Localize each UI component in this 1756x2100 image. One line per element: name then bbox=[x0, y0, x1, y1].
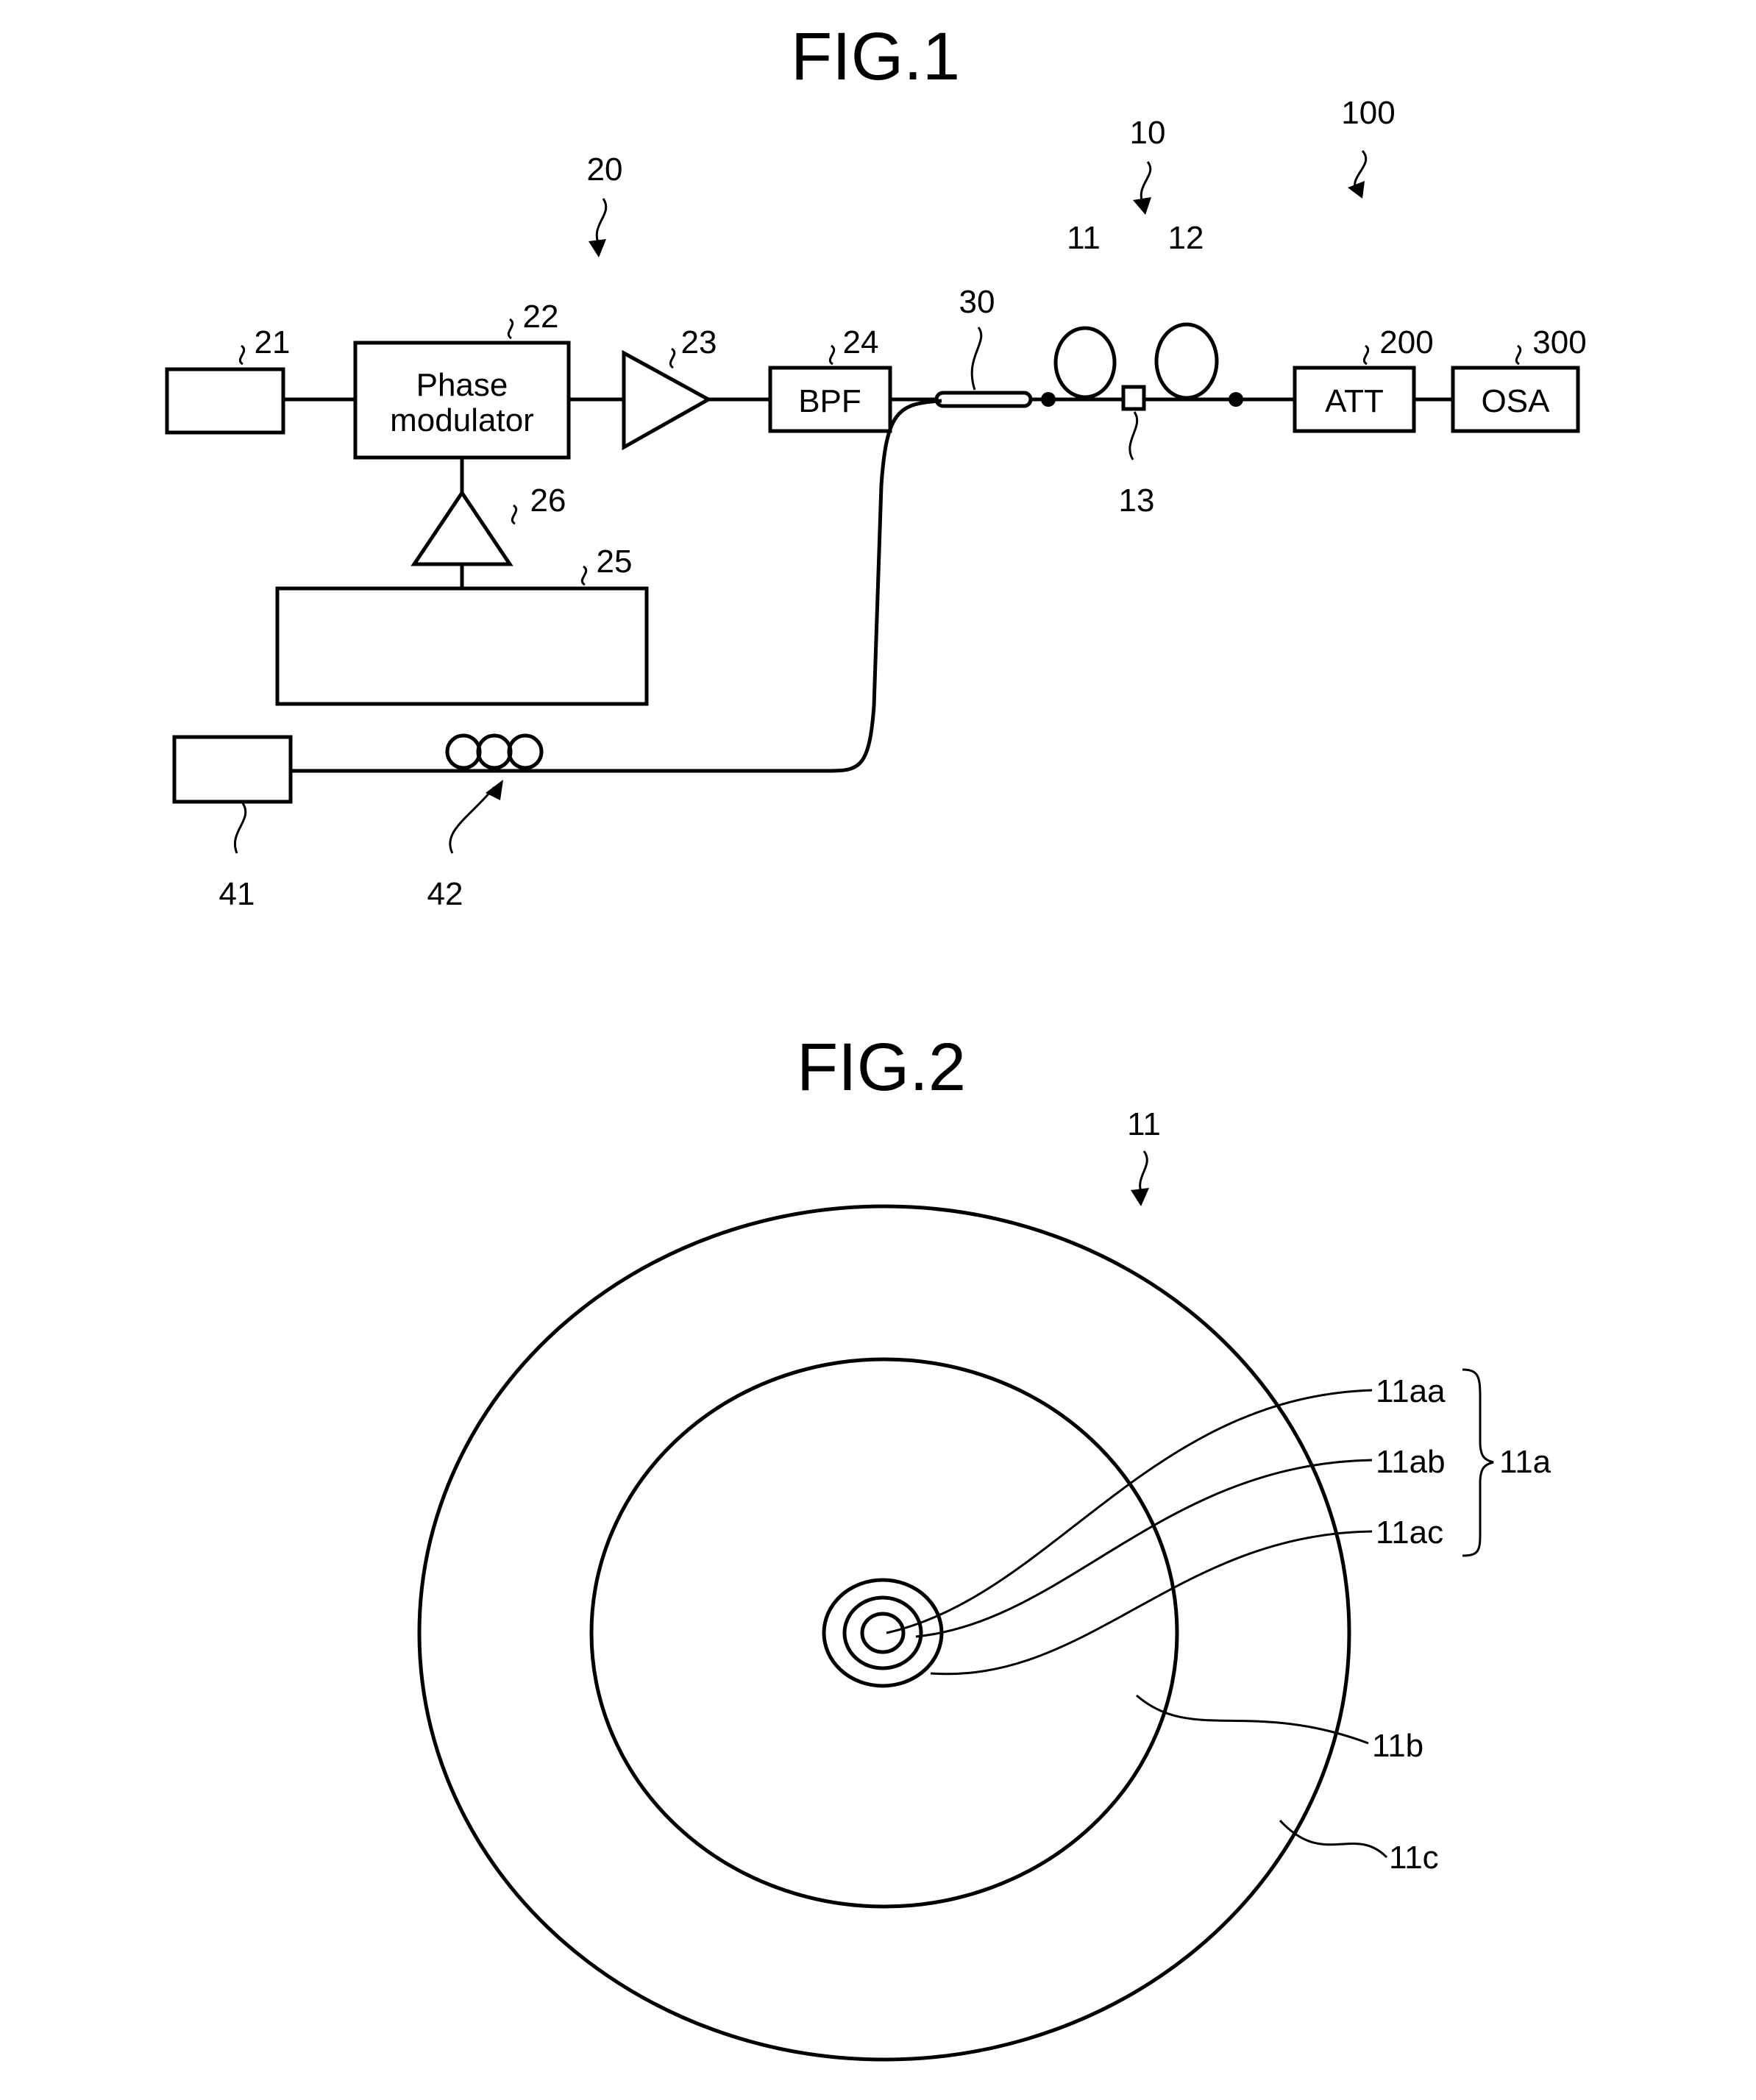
osa-label: OSA bbox=[1482, 383, 1551, 419]
ref-300-leader bbox=[1516, 346, 1520, 364]
fig1: FIG.1 100 10 20 21 Phase modulator 22 23 bbox=[167, 19, 1587, 912]
polarization-loop-3 bbox=[509, 736, 541, 768]
core-layer-11aa bbox=[862, 1614, 903, 1652]
ref-30-label: 30 bbox=[959, 284, 995, 320]
connection-13 bbox=[1123, 387, 1144, 409]
coupler-30 bbox=[936, 393, 1031, 406]
ref-21-label: 21 bbox=[255, 324, 291, 360]
ref-10-label: 10 bbox=[1130, 115, 1166, 151]
ref-24-leader bbox=[830, 346, 833, 364]
fiber-coil-12 bbox=[1156, 324, 1217, 398]
ref-42-leader bbox=[450, 787, 494, 853]
fiber-coil-11 bbox=[1056, 328, 1115, 397]
fig1-title: FIG.1 bbox=[791, 19, 960, 94]
label-11c: 11c bbox=[1389, 1840, 1439, 1876]
fig2-ref-11-label: 11 bbox=[1127, 1106, 1161, 1142]
ref-200-leader bbox=[1364, 346, 1368, 364]
label-11a: 11a bbox=[1499, 1444, 1551, 1480]
ref-20-label: 20 bbox=[587, 152, 623, 188]
ref-13-leader bbox=[1130, 412, 1137, 460]
pump-source-41 bbox=[174, 737, 291, 802]
ref-21-leader bbox=[240, 346, 244, 364]
ref-23-leader bbox=[670, 349, 674, 368]
ref-200-label: 200 bbox=[1379, 324, 1433, 360]
phase-modulator-label-1: Phase bbox=[416, 367, 508, 403]
fig2: FIG.2 11 11aa 11ab 11ac 11a 11b 11c bbox=[419, 1030, 1551, 2060]
ref-20-arrowhead bbox=[589, 239, 606, 257]
leader-11aa bbox=[886, 1390, 1372, 1633]
ref-22-leader bbox=[508, 319, 512, 338]
light-source-21 bbox=[167, 369, 283, 433]
amplifier-23 bbox=[624, 353, 708, 447]
ref-30-leader bbox=[972, 327, 981, 390]
outer-layer-11c bbox=[419, 1206, 1349, 2060]
label-11ab: 11ab bbox=[1376, 1444, 1446, 1480]
ref-100-arrowhead bbox=[1348, 181, 1365, 199]
brace-11a bbox=[1462, 1370, 1493, 1556]
ref-10-arrowhead bbox=[1133, 197, 1151, 215]
ref-22-label: 22 bbox=[523, 299, 559, 335]
signal-generator-25 bbox=[277, 588, 647, 704]
leader-11ab bbox=[916, 1460, 1372, 1637]
label-11ac: 11ac bbox=[1376, 1515, 1443, 1551]
ref-41-leader bbox=[235, 803, 245, 853]
fig2-ref-11-arrowhead bbox=[1131, 1188, 1149, 1206]
amplifier-26 bbox=[414, 493, 510, 564]
label-11aa: 11aa bbox=[1376, 1373, 1446, 1409]
bpf-label: BPF bbox=[798, 383, 861, 419]
ref-20-leader bbox=[597, 199, 606, 246]
ref-26-label: 26 bbox=[530, 483, 566, 519]
leader-11ac bbox=[931, 1531, 1372, 1674]
att-label: ATT bbox=[1325, 383, 1384, 419]
ref-300-label: 300 bbox=[1532, 324, 1586, 360]
core-layer-11ab bbox=[845, 1598, 921, 1668]
ref-26-leader bbox=[512, 505, 516, 524]
ref-41-label: 41 bbox=[219, 876, 255, 912]
label-11b: 11b bbox=[1372, 1728, 1423, 1764]
ref-13-label: 13 bbox=[1119, 483, 1155, 519]
phase-modulator-label-2: modulator bbox=[390, 402, 534, 438]
ref-24-label: 24 bbox=[843, 324, 879, 360]
ref-11-label: 11 bbox=[1067, 220, 1101, 256]
ref-12-label: 12 bbox=[1168, 220, 1204, 256]
ref-42-arrowhead bbox=[486, 780, 503, 800]
fig2-title: FIG.2 bbox=[797, 1030, 966, 1105]
ref-100-label: 100 bbox=[1341, 95, 1395, 131]
ref-25-label: 25 bbox=[597, 544, 633, 580]
ref-42-label: 42 bbox=[427, 876, 463, 912]
ref-23-label: 23 bbox=[681, 324, 717, 360]
ref-25-leader bbox=[582, 566, 586, 585]
polarization-loop-1 bbox=[447, 736, 480, 768]
polarization-loop-2 bbox=[478, 736, 511, 768]
leader-11c bbox=[1280, 1820, 1387, 1857]
